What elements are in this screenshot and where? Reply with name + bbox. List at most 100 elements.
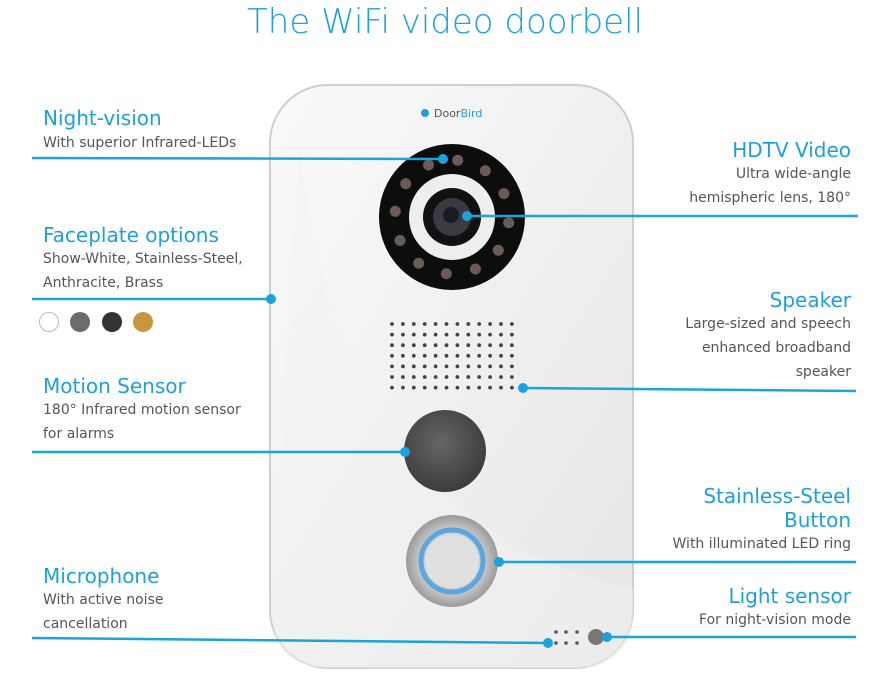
speaker-hole — [510, 385, 514, 390]
speaker-hole — [499, 332, 503, 337]
speaker-hole — [433, 332, 438, 337]
speaker-hole — [422, 332, 427, 337]
speaker-hole — [510, 353, 514, 358]
ir-led — [440, 268, 452, 280]
speaker-hole — [455, 364, 460, 369]
speaker-hole — [477, 375, 482, 379]
speaker-hole — [401, 343, 405, 348]
speaker-hole — [466, 322, 471, 326]
ir-led — [469, 263, 481, 275]
microphone-desc-2: cancellation — [43, 616, 128, 632]
ir-led — [479, 165, 491, 177]
speaker-hole — [411, 343, 416, 348]
speaker-hole — [499, 375, 503, 379]
speaker-hole — [411, 375, 416, 379]
speaker-hole — [499, 385, 503, 390]
speaker-hole — [477, 332, 482, 337]
speaker-hole — [422, 343, 427, 348]
speaker-hole — [390, 353, 394, 358]
speaker-hole — [488, 375, 492, 379]
speaker-hole — [390, 343, 394, 348]
speaker-hole — [401, 375, 405, 379]
speaker-desc-3: speaker — [795, 364, 851, 380]
speaker-hole — [390, 375, 394, 379]
speaker-hole — [401, 322, 405, 326]
ir-led — [400, 178, 412, 190]
microphone-title: Microphone — [43, 564, 160, 588]
camera-module — [379, 144, 525, 290]
speaker-hole — [488, 364, 492, 369]
callout-lines — [31, 154, 858, 648]
doorbell-body — [269, 84, 634, 669]
speaker-hole — [510, 332, 514, 337]
motion-sensor — [404, 410, 486, 492]
speaker-hole — [411, 385, 416, 390]
speaker-hole — [433, 385, 438, 390]
speaker-hole — [477, 343, 482, 348]
speaker-hole — [444, 343, 449, 348]
speaker-hole — [488, 322, 492, 326]
ir-led — [492, 244, 504, 256]
speaker-hole — [466, 353, 471, 358]
speaker-hole — [455, 375, 460, 379]
speaker-hole — [444, 322, 449, 326]
ir-led — [503, 217, 515, 229]
speaker-hole — [455, 385, 460, 390]
speaker-hole — [510, 322, 514, 326]
speaker-hole — [401, 332, 405, 337]
ir-led — [498, 188, 510, 200]
speaker-hole — [510, 375, 514, 379]
light-sensor-desc: For night-vision mode — [699, 612, 851, 628]
speaker-hole — [499, 353, 503, 358]
speaker-hole — [444, 364, 449, 369]
speaker-hole — [499, 343, 503, 348]
speaker-hole — [390, 385, 394, 390]
speaker-hole — [455, 353, 460, 358]
motion-sensor-desc-1: 180° Infrared motion sensor — [43, 402, 241, 418]
speaker-hole — [390, 322, 394, 326]
ir-led — [389, 205, 401, 217]
speaker-hole — [488, 353, 492, 358]
logo-bird: Bird — [460, 107, 482, 120]
speaker-hole — [466, 364, 471, 369]
speaker-hole — [422, 364, 427, 369]
button-title-2: Button — [784, 508, 851, 532]
swatch-show-white[interactable] — [39, 312, 59, 332]
night-vision-title: Night-vision — [43, 106, 162, 130]
speaker-hole — [466, 343, 471, 348]
speaker-desc-1: Large-sized and speech — [685, 316, 851, 332]
night-vision-desc: With superior Infrared-LEDs — [43, 135, 237, 151]
speaker-hole — [477, 322, 482, 326]
speaker-hole — [433, 353, 438, 358]
speaker-hole — [477, 353, 482, 358]
hdtv-desc-1: Ultra wide-angle — [735, 166, 851, 182]
speaker-desc-2: enhanced broadband — [701, 340, 851, 356]
ir-led — [452, 154, 464, 166]
swatch-anthracite[interactable] — [102, 312, 122, 332]
speaker-hole — [499, 322, 503, 326]
doorbell-button — [406, 515, 498, 607]
microphone-desc-1: With active noise — [43, 592, 164, 608]
swatch-stainless-steel[interactable] — [70, 312, 90, 332]
speaker-hole — [466, 332, 471, 337]
speaker-hole — [444, 385, 449, 390]
button-title-1: Stainless-Steel — [703, 484, 851, 508]
speaker-hole — [390, 364, 394, 369]
speaker-hole — [488, 385, 492, 390]
swatch-brass[interactable] — [133, 312, 153, 332]
svg-text:DoorBird: DoorBird — [434, 107, 482, 120]
speaker-hole — [401, 353, 405, 358]
speaker-hole — [433, 322, 438, 326]
speaker-hole — [422, 353, 427, 358]
speaker-hole — [411, 364, 416, 369]
motion-sensor-desc-2: for alarms — [43, 426, 115, 442]
microphone-holes — [554, 630, 579, 645]
ir-led — [394, 234, 406, 246]
speaker-hole — [433, 375, 438, 379]
speaker-hole — [401, 364, 405, 369]
faceplate-title: Faceplate options — [43, 223, 219, 247]
speaker-hole — [488, 343, 492, 348]
ir-led — [423, 159, 435, 171]
speaker-hole — [488, 332, 492, 337]
